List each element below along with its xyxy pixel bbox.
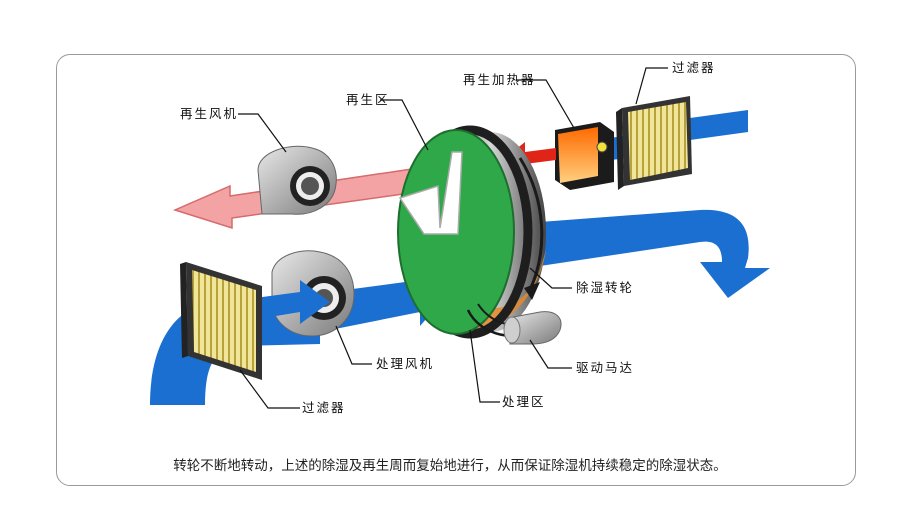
drive-motor bbox=[466, 303, 562, 345]
desiccant-wheel bbox=[397, 125, 546, 339]
label-desiccant-wheel: 除湿转轮 bbox=[576, 280, 634, 295]
process-air-arrow-fan bbox=[240, 280, 330, 324]
regen-fan bbox=[257, 145, 337, 215]
label-process-fan: 处理风机 bbox=[376, 356, 434, 371]
regen-air-inlet-duct bbox=[690, 110, 748, 140]
label-regen-zone: 再生区 bbox=[346, 92, 390, 107]
label-regen-fan: 再生风机 bbox=[180, 106, 238, 121]
label-drive-motor: 驱动马达 bbox=[576, 360, 634, 375]
label-filter-top: 过滤器 bbox=[672, 60, 716, 75]
label-regen-heater: 再生加热器 bbox=[463, 72, 536, 87]
leader-lines bbox=[238, 67, 668, 409]
label-process-zone: 处理区 bbox=[502, 394, 546, 409]
diagram-frame bbox=[56, 54, 856, 486]
caption: 转轮不断地转动，上述的除湿及再生周而复始地进行，从而保证除湿机持续稳定的除湿状态… bbox=[173, 458, 727, 474]
filter-bottom bbox=[180, 262, 262, 380]
label-filter-bottom: 过滤器 bbox=[302, 400, 346, 415]
process-air-outlet-duct bbox=[540, 209, 770, 298]
filter-top bbox=[616, 96, 692, 190]
regen-heater bbox=[555, 122, 614, 190]
